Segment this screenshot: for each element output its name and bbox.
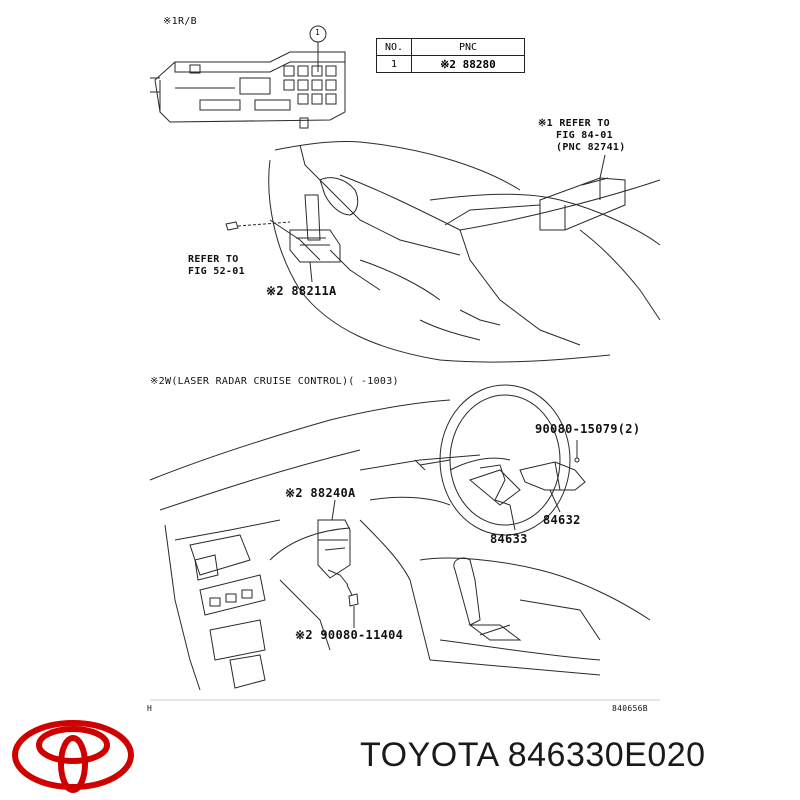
callout-number: 1: [315, 28, 321, 37]
pnc-table: NO. PNC 1 ※2 88280: [376, 38, 525, 73]
refer-fig84-line3: (PNC 82741): [556, 142, 626, 153]
part-84633: 84633: [490, 532, 528, 546]
callout-1: [309, 25, 327, 43]
steering-wheel: [414, 384, 571, 536]
section-note: ※2W(LASER RADAR CRUISE CONTROL)( -1003): [150, 376, 399, 387]
laser-module: [317, 499, 359, 628]
ecu-module: [539, 154, 626, 231]
drawing-code: 840656B: [612, 704, 648, 713]
relay-block-note: ※1R/B: [163, 16, 197, 27]
gear-shifter: [453, 557, 522, 641]
table-row-pnc: ※2 88280: [411, 55, 525, 73]
refer-fig52: REFER TO FIG 52-01: [188, 254, 245, 278]
part-90080-15079: 90080-15079(2): [535, 422, 641, 436]
part-84632: 84632: [543, 513, 581, 527]
cruise-switch: [479, 440, 586, 531]
dashboard-outline: [149, 399, 651, 691]
table-header-pnc: PNC: [411, 38, 525, 56]
table-header-no: NO.: [376, 38, 412, 56]
refer-fig52-line1: REFER TO: [188, 254, 239, 265]
footer-brand-part-number: TOYOTA 846330E020: [360, 736, 706, 774]
car-front-outline: [268, 141, 661, 363]
part-88211a: ※2 88211A: [266, 284, 337, 298]
refer-fig84: ※1 REFER TO FIG 84-01 (PNC 82741): [538, 118, 626, 154]
part-88240a: ※2 88240A: [285, 486, 356, 500]
table-row-no: 1: [376, 55, 412, 73]
toyota-logo-icon: [12, 720, 134, 793]
part-90080-11404: ※2 90080-11404: [295, 628, 404, 642]
refer-fig84-line2: FIG 84-01: [556, 130, 613, 141]
refer-fig84-line1: ※1 REFER TO: [538, 118, 610, 129]
radar-sensor: [225, 194, 341, 283]
refer-fig52-line2: FIG 52-01: [188, 266, 245, 277]
corner-mark: H: [147, 704, 153, 713]
relay-block: [150, 42, 346, 129]
